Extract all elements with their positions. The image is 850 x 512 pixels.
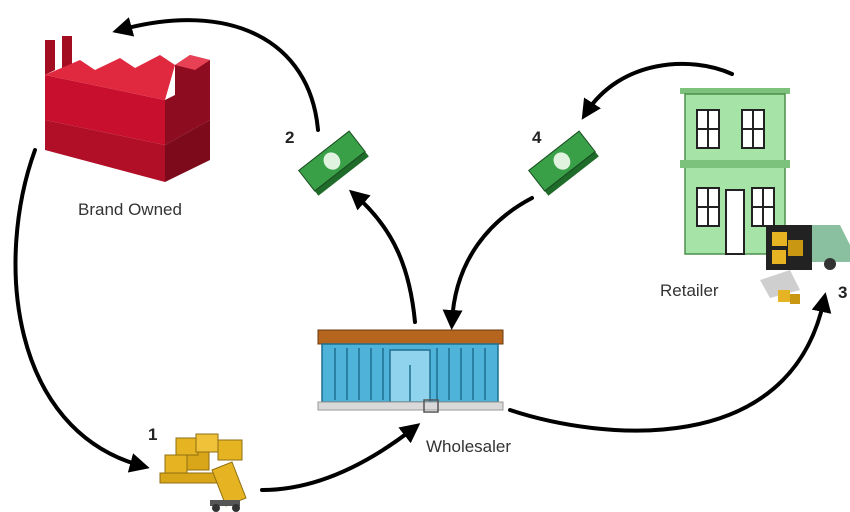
building-icon: [680, 88, 790, 255]
brand-owned-label: Brand Owned: [78, 200, 182, 219]
arrow-money-to-factory: [112, 17, 320, 132]
arrow-factory-to-boxes: [13, 148, 150, 473]
step-4-label: 4: [532, 128, 542, 147]
arrow-wholesaler-to-retailer: [508, 292, 832, 433]
wholesaler-label: Wholesaler: [426, 437, 512, 456]
store-icon: [317, 329, 504, 413]
truck-icon: [760, 225, 850, 304]
arrow-retailer-to-money4: [581, 61, 734, 120]
factory-icon: [45, 36, 210, 182]
arrow-wholesaler-to-money: [348, 189, 417, 324]
money-stack-icon: [297, 130, 369, 196]
money-stack-icon: [527, 130, 599, 196]
step-1-label: 1: [148, 425, 158, 444]
step-2-label: 2: [285, 128, 295, 147]
boxes-hand-truck-icon: [159, 433, 247, 512]
arrow-boxes-to-wholesaler: [260, 423, 421, 492]
arrow-money4-to-wholesaler: [442, 196, 534, 330]
retailer-label: Retailer: [660, 281, 719, 300]
step-3-label: 3: [838, 283, 848, 302]
flow-arrows: [13, 17, 832, 492]
